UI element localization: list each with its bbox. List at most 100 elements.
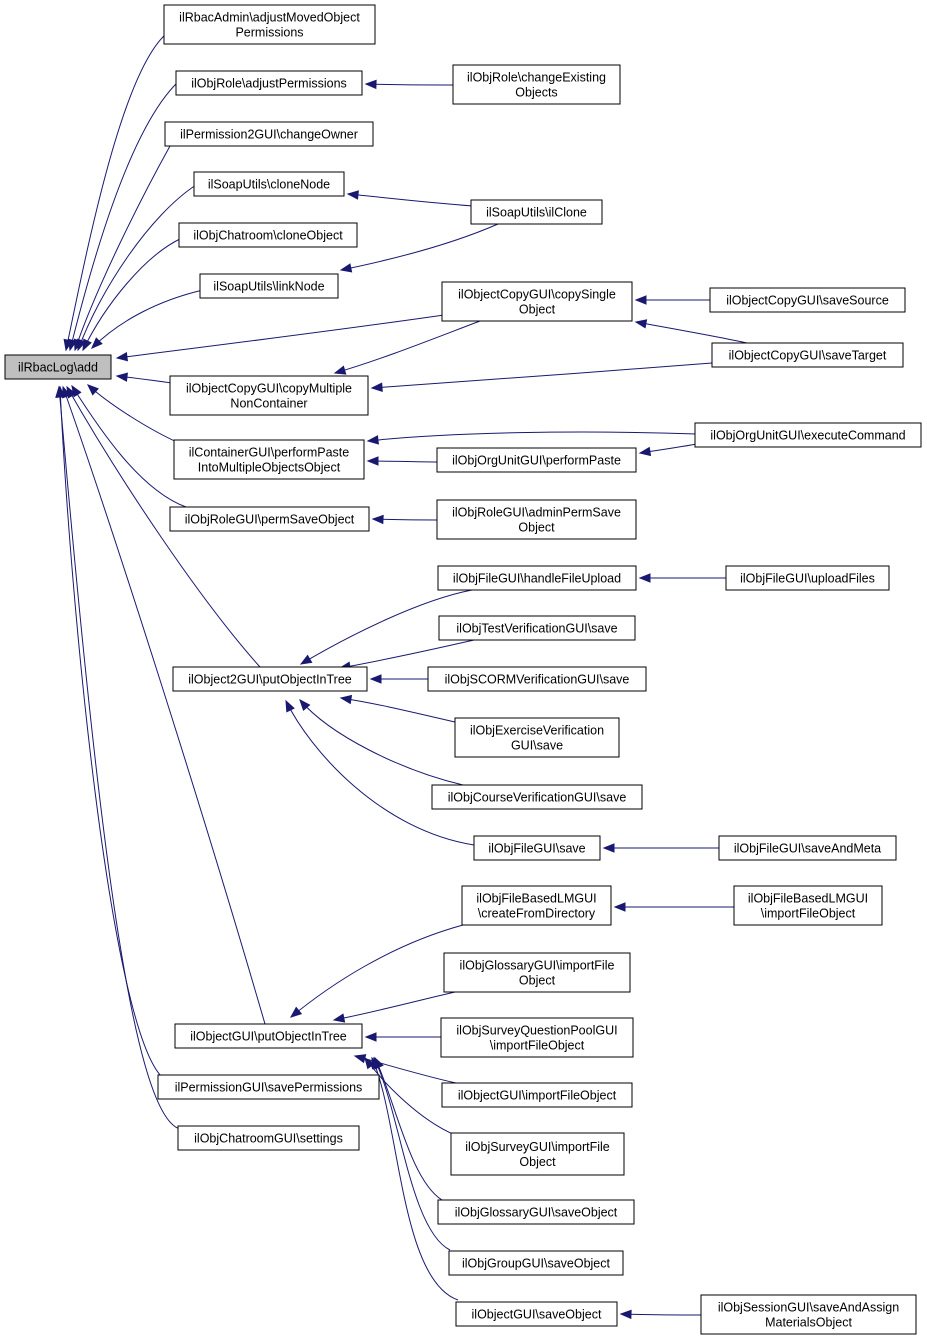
arrowhead-icon [82, 338, 92, 352]
node-label: IntoMultipleObjectsObject [198, 461, 341, 475]
node-objectgui_import[interactable]: ilObjectGUI\importFileObject [441, 1082, 633, 1108]
node-testverif_save[interactable]: ilObjTestVerificationGUI\save [438, 615, 636, 641]
node-label: ilObjGroupGUI\saveObject [462, 1257, 611, 1271]
node-rolegui_permsave[interactable]: ilObjRoleGUI\permSaveObject [169, 506, 370, 532]
node-label: ilPermission2GUI\changeOwner [180, 128, 358, 142]
node-file_handleupload[interactable]: ilObjFileGUI\handleFileUpload [437, 565, 637, 591]
arrowhead-icon [333, 365, 347, 375]
node-file_uploadfiles[interactable]: ilObjFileGUI\uploadFiles [725, 565, 890, 591]
arrowhead-icon [346, 190, 359, 200]
node-perm2_changeowner[interactable]: ilPermission2GUI\changeOwner [164, 121, 374, 147]
edge-line [300, 589, 473, 665]
node-label: \importFileObject [761, 907, 856, 921]
node-label: \createFromDirectory [478, 907, 596, 921]
node-group_saveobj[interactable]: ilObjGroupGUI\saveObject [448, 1250, 624, 1276]
node-box [454, 717, 620, 758]
node-file_save[interactable]: ilObjFileGUI\save [473, 835, 601, 861]
edge-line [340, 697, 456, 723]
node-label: ilObjOrgUnitGUI\performPaste [452, 454, 621, 468]
node-sqpool_import[interactable]: ilObjSurveyQuestionPoolGUI\importFileObj… [440, 1017, 634, 1058]
node-courseverif_save[interactable]: ilObjCourseVerificationGUI\save [431, 784, 643, 810]
node-objectgui_put[interactable]: ilObjectGUI\putObjectInTree [174, 1023, 363, 1049]
arrowhead-icon [285, 699, 295, 713]
edge-lm_import-to-lm_createdir [613, 902, 735, 912]
node-orgunit_execute[interactable]: ilObjOrgUnitGUI\executeCommand [694, 422, 922, 448]
node-label: ilObjSurveyQuestionPoolGUI [456, 1024, 617, 1038]
node-label: ilObjectCopyGUI\saveTarget [729, 349, 887, 363]
arrowhead-icon [55, 385, 65, 398]
edge-objrole_adjust-to-root [67, 81, 179, 352]
node-scormverif_save[interactable]: ilObjSCORMVerificationGUI\save [427, 666, 647, 692]
arrowhead-icon [339, 694, 353, 705]
node-label: ilSoapUtils\cloneNode [208, 178, 330, 192]
node-label: ilObjExerciseVerification [470, 724, 604, 738]
node-glossary_saveobj[interactable]: ilObjGlossaryGUI\saveObject [437, 1199, 635, 1225]
arrowhead-icon [366, 456, 379, 466]
edge-line [340, 223, 499, 271]
node-box [700, 1294, 917, 1335]
arrowhead-icon [364, 79, 377, 90]
node-box [694, 422, 922, 448]
node-object2_put[interactable]: ilObject2GUI\putObjectInTree [172, 666, 368, 692]
edge-line [290, 924, 464, 1018]
node-label: NonContainer [230, 397, 307, 411]
node-orgunit_paste[interactable]: ilObjOrgUnitGUI\performPaste [436, 447, 637, 473]
node-label: ilObjCourseVerificationGUI\save [448, 791, 627, 805]
arrowhead-icon [602, 843, 615, 853]
node-label: ilSoapUtils\ilClone [486, 206, 587, 220]
node-label: Object [518, 521, 555, 535]
node-label: ilObjChatroomGUI\settings [194, 1132, 343, 1146]
node-chatroomgui_settings[interactable]: ilObjChatroomGUI\settings [177, 1125, 360, 1151]
edge-line [82, 237, 183, 351]
edge-chatroomgui_settings-to-root [55, 385, 181, 1130]
node-copy_savetarget[interactable]: ilObjectCopyGUI\saveTarget [711, 342, 904, 368]
arrowhead-icon [371, 514, 384, 525]
node-file_saveandmeta[interactable]: ilObjFileGUI\saveAndMeta [718, 835, 897, 861]
node-permgui_save[interactable]: ilPermissionGUI\savePermissions [157, 1074, 380, 1100]
node-label: ilObjRoleGUI\permSaveObject [185, 513, 355, 527]
node-chatroom_clone[interactable]: ilObjChatroom\cloneObject [178, 222, 358, 248]
edge-copy_savetarget-to-copy_multiple [370, 362, 713, 392]
node-label: ilObjFileGUI\uploadFiles [740, 572, 875, 586]
edge-copy_multiple-to-root [115, 372, 173, 384]
edge-line [374, 1057, 443, 1201]
node-label: ilObjSCORMVerificationGUI\save [445, 673, 630, 687]
node-box [437, 565, 637, 591]
edge-layer [55, 33, 748, 1320]
arrowhead-icon [366, 435, 379, 445]
node-objrole_adjust[interactable]: ilObjRole\adjustPermissions [175, 70, 363, 96]
node-label: ilObjectGUI\importFileObject [458, 1089, 617, 1103]
node-session_saveassign[interactable]: ilObjSessionGUI\saveAndAssignMaterialsOb… [700, 1294, 917, 1335]
node-soap_ilclone[interactable]: ilSoapUtils\ilClone [470, 199, 603, 225]
node-label: ilObjFileGUI\save [488, 842, 585, 856]
node-lm_createdir[interactable]: ilObjFileBasedLMGUI\createFromDirectory [461, 885, 612, 926]
node-copy_savesource[interactable]: ilObjectCopyGUI\saveSource [709, 287, 906, 313]
node-soap_linknode[interactable]: ilSoapUtils\linkNode [199, 273, 339, 299]
edge-line [77, 184, 197, 351]
arrowhead-icon [299, 698, 311, 712]
edge-orgunit_execute-to-orgunit_paste [638, 443, 698, 457]
node-box [711, 342, 904, 368]
node-box [473, 835, 601, 861]
node-box [436, 499, 637, 540]
node-container_paste[interactable]: ilContainerGUI\performPasteIntoMultipleO… [173, 439, 365, 480]
edge-glossary_saveobj-to-objectgui_put [374, 1056, 443, 1201]
node-label: ilContainerGUI\performPaste [189, 446, 350, 460]
node-soap_clonenode[interactable]: ilSoapUtils\cloneNode [193, 171, 345, 197]
node-root[interactable]: ilRbacLog\add [4, 354, 112, 380]
edge-line [347, 193, 474, 207]
node-survey_import[interactable]: ilObjSurveyGUI\importFileObject [450, 1132, 625, 1176]
arrowhead-icon [634, 295, 647, 305]
edge-copy_single-to-copy_multiple [333, 320, 481, 375]
node-lm_import[interactable]: ilObjFileBasedLMGUI\importFileObject [733, 885, 883, 926]
edge-courseverif_save-to-object2_put [299, 698, 464, 786]
node-glossary_import[interactable]: ilObjGlossaryGUI\importFileObject [443, 952, 631, 993]
node-objectgui_saveobj[interactable]: ilObjectGUI\saveObject [455, 1301, 618, 1327]
edge-objrole_change-to-objrole_adjust [364, 79, 454, 90]
